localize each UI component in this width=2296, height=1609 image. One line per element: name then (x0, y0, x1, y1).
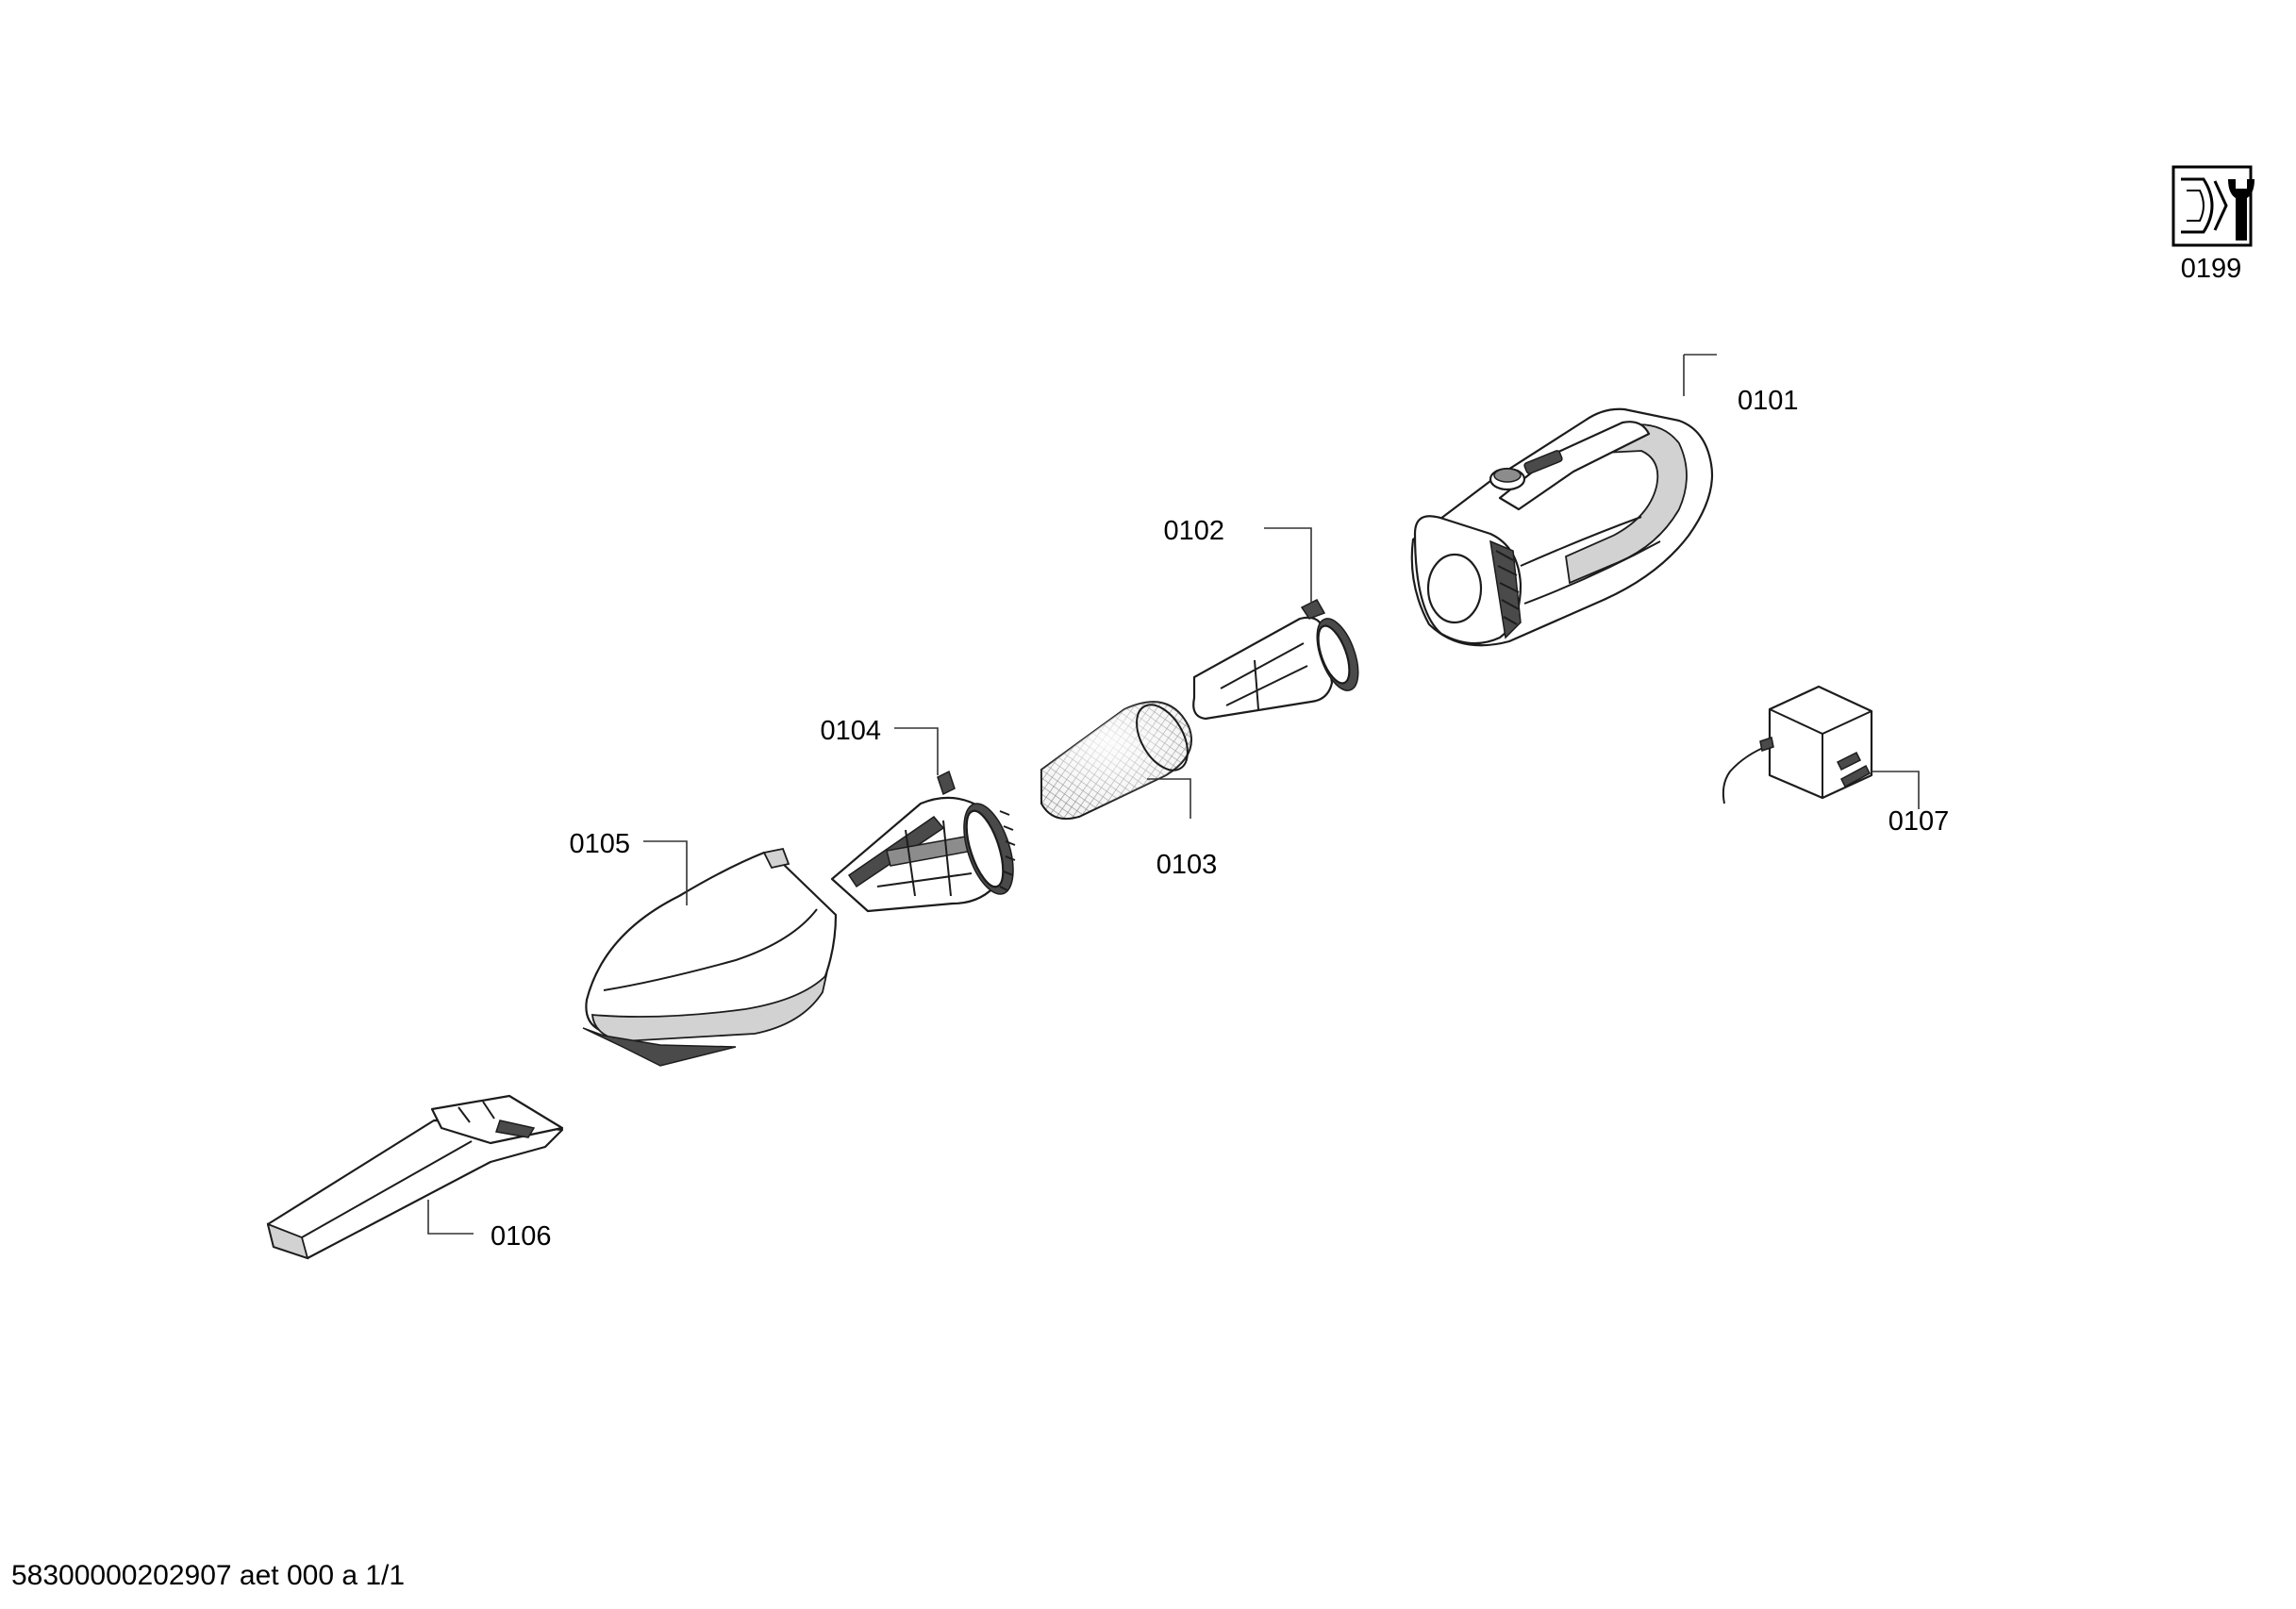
part-0101-motor-body (1410, 407, 1714, 647)
label-0101: 0101 (1738, 386, 1799, 416)
label-0102: 0102 (1163, 516, 1224, 546)
label-0104: 0104 (820, 716, 881, 746)
part-0102-filter-holder (1192, 599, 1359, 721)
part-0107-power-adapter (1722, 685, 1873, 804)
leader-0102 (1264, 527, 1312, 604)
leader-0103 (1147, 778, 1191, 819)
leader-0105 (643, 840, 688, 905)
service-wrench-icon (2171, 165, 2254, 247)
label-0103: 0103 (1156, 850, 1218, 880)
leader-0107 (1872, 771, 1920, 809)
part-0103-mesh-filter (1040, 701, 1192, 821)
label-0105: 0105 (569, 829, 630, 859)
leader-0106 (427, 1200, 474, 1235)
label-0106: 0106 (491, 1221, 552, 1252)
part-0105-dust-container (582, 847, 838, 1067)
service-icon-label: 0199 (2181, 254, 2242, 284)
leader-0101 (1683, 354, 1717, 396)
document-footer: 58300000202907 aet 000 a 1/1 (11, 1560, 405, 1591)
part-0106-crevice-nozzle (266, 1094, 564, 1260)
part-0104-pre-filter (830, 770, 1016, 913)
leader-0104 (894, 727, 939, 775)
label-0107: 0107 (1888, 806, 1950, 837)
